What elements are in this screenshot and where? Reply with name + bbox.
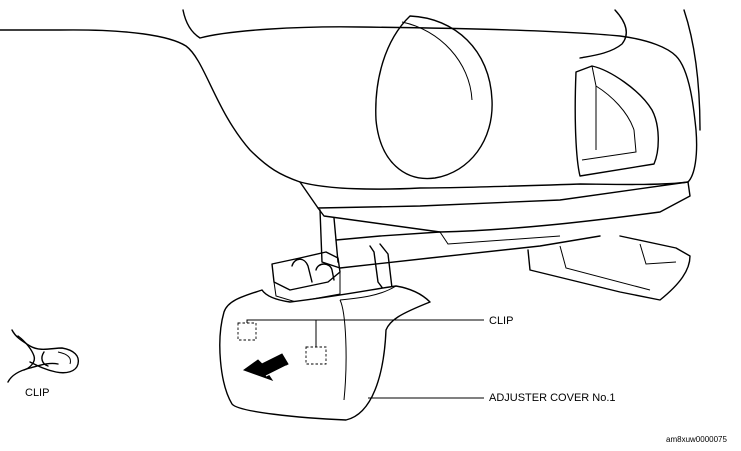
clip-detail-label: CLIP [25, 387, 50, 399]
clip-icon [7, 329, 80, 383]
seat-frame-lower [299, 181, 689, 209]
latch-bracket [271, 251, 341, 291]
recliner-knob [375, 15, 493, 180]
adjuster-cover [219, 285, 431, 421]
seat-side-contour [579, 9, 627, 59]
arrow-icon [242, 353, 289, 381]
seat-rear-curve [0, 29, 301, 183]
rail-extension [527, 235, 691, 301]
clip-callout-label: CLIP [489, 315, 514, 327]
slide-rail [319, 209, 601, 269]
side-opening [574, 65, 659, 177]
adjuster-cover-label: ADJUSTER COVER No.1 [489, 392, 616, 404]
figure-code: am8xuw0000075 [666, 435, 727, 444]
clip-leader [246, 319, 484, 347]
seat-cushion-outline [182, 9, 698, 190]
